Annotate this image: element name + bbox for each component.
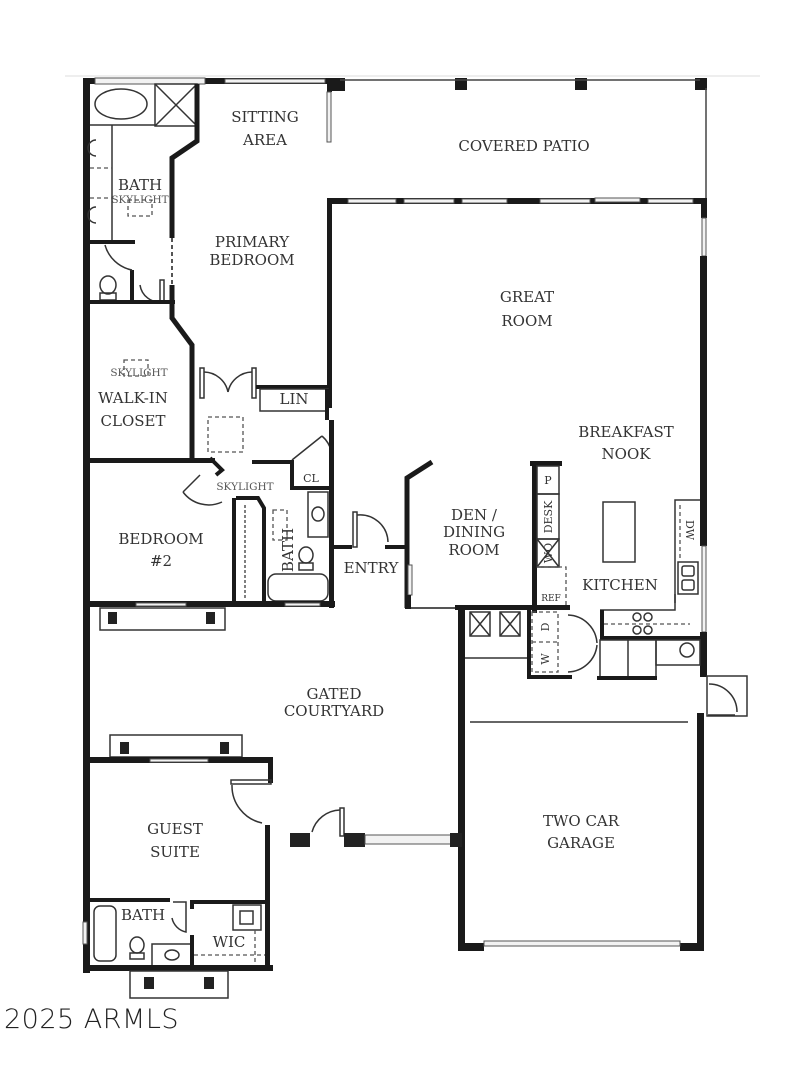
label-primary-bath-skylight: SKYLIGHT [111,194,168,206]
label-dishwasher: DW [683,520,696,541]
label-primary-bedroom-2: BEDROOM [209,251,294,269]
exterior-walls [83,77,748,973]
label-washer: W [539,653,552,665]
watermark: 2025 ARMLS [4,1004,180,1035]
label-hall-skylight: SKYLIGHT [216,481,273,493]
label-garage-2: GARAGE [547,834,615,852]
label-den-2: DINING [443,523,505,541]
label-linen: LIN [279,390,308,408]
label-dryer: D [539,622,552,631]
label-bedroom2-2: #2 [150,552,172,570]
entry-and-den [330,459,570,613]
label-great-room-1: GREAT [500,288,554,306]
label-wall-oven: WO [542,543,555,563]
label-walk-in-closet-1: WALK-IN [98,389,168,407]
label-covered-patio: COVERED PATIO [458,137,589,155]
label-breakfast-nook-2: NOOK [602,445,652,463]
label-guest-suite-1: GUEST [147,820,203,838]
label-sitting-area-2: AREA [242,131,287,149]
label-courtyard-1: GATED [307,685,362,703]
room-labels: SITTING AREA COVERED PATIO BATH SKYLIGHT… [98,108,696,951]
kitchen [597,499,701,680]
label-bedroom2-1: BEDROOM [118,530,203,548]
label-primary-bedroom-1: PRIMARY [215,233,290,251]
label-guest-bath: BATH [121,906,165,924]
label-kitchen: KITCHEN [582,576,658,594]
label-hall-bath: BATH [279,528,297,572]
label-guest-suite-2: SUITE [150,843,200,861]
label-guest-wic: WIC [213,933,246,951]
label-pantry: P [544,474,552,487]
label-sitting-area-1: SITTING [231,108,299,126]
label-primary-bath: BATH [118,176,162,194]
label-garage-1: TWO CAR [543,812,620,830]
label-den-3: ROOM [448,541,499,559]
primary-suite [87,83,332,477]
label-den-1: DEN / [451,506,498,524]
label-breakfast-nook-1: BREAKFAST [578,423,674,441]
label-closet-skylight: SKYLIGHT [110,367,167,379]
courtyard-and-guest-suite [82,734,462,999]
label-desk: DESK [542,500,555,533]
label-refrigerator: REF [541,594,561,604]
label-walk-in-closet-2: CLOSET [101,412,166,430]
bedroom-2-and-hall-bath [90,420,335,631]
label-closet: CL [303,472,319,485]
label-great-room-2: ROOM [501,312,552,330]
laundry [465,610,688,723]
label-courtyard-2: COURTYARD [284,702,384,720]
label-entry: ENTRY [344,559,400,577]
